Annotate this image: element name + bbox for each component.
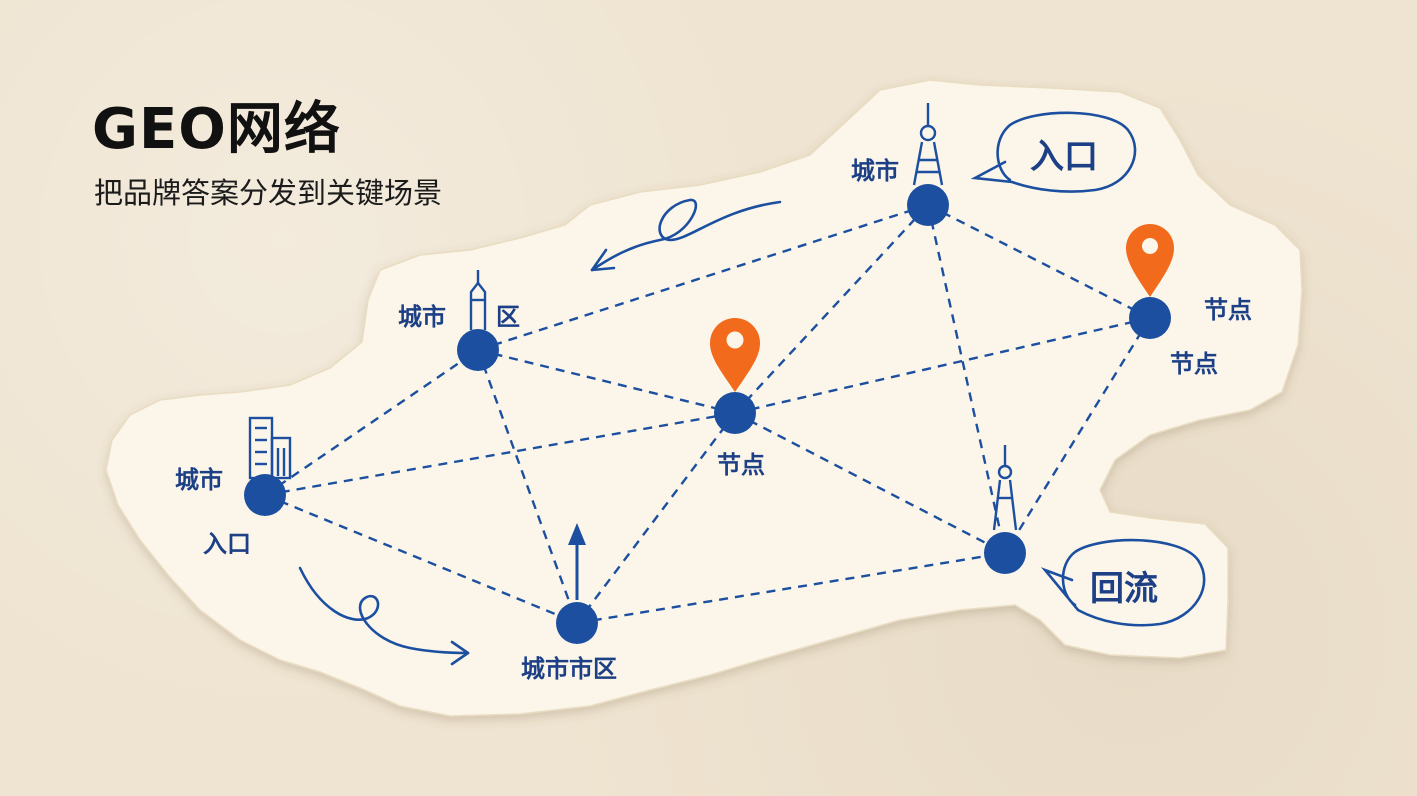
speech-bubble-icon [970,111,1137,193]
label-right-node-lower: 节点 [1170,350,1218,378]
label-far-left-entry: 入口 [203,530,251,558]
label-bottom-city-district: 城市市区 [521,655,617,683]
location-pin-icon [710,318,760,392]
label-left-city: 城市 [398,303,446,331]
page-title: GEO网络 [92,97,341,162]
label-center-node: 节点 [717,451,765,479]
up-arrow-icon [568,523,586,600]
torn-paper-sheet [105,79,1303,717]
bubble-return-flow-text: 回流 [1090,569,1158,609]
label-far-left-city: 城市 [175,466,223,494]
tv-tower-icon [992,445,1018,531]
network-node-left-top [457,329,499,371]
bubble-entry-text: 入口 [1030,137,1098,177]
curly-arrow-icon [298,566,470,666]
location-pin-icon [1126,224,1174,297]
network-node-bottom [556,602,598,644]
skyscraper-icon [469,270,487,330]
network-node-right [1129,297,1171,339]
page-subtitle: 把品牌答案分发到关键场景 [94,176,443,210]
network-node-far-left [244,474,286,516]
network-node-top [907,184,949,226]
label-left-district: 区 [496,303,520,331]
network-edges [264,203,1152,625]
label-right-node-upper: 节点 [1204,296,1252,324]
speech-bubble-icon [1040,538,1206,627]
curly-arrow-icon [590,198,782,272]
network-node-center [714,392,756,434]
tv-tower-icon [912,103,944,186]
label-top-city: 城市 [851,157,899,185]
network-node-right-bottom [984,532,1026,574]
